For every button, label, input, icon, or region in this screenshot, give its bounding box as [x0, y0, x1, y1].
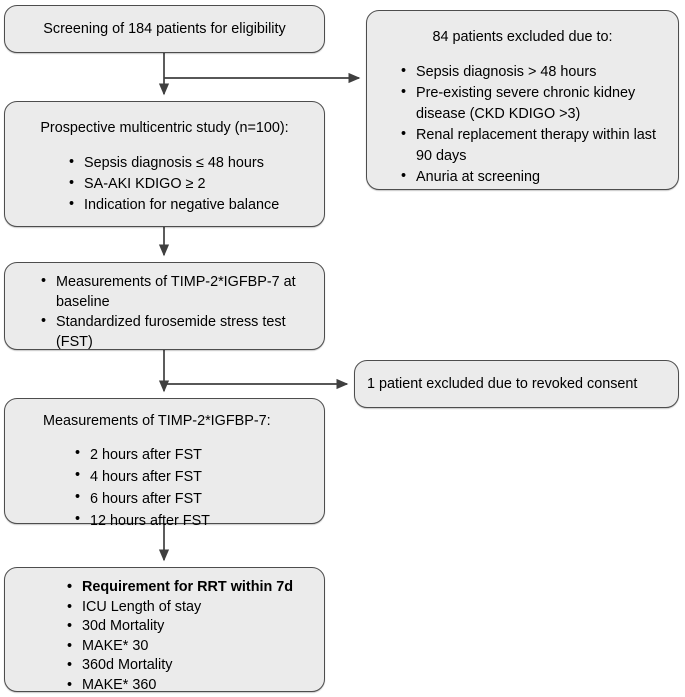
- node-excluded-revoked-consent: 1 patient excluded due to revoked consen…: [354, 360, 679, 408]
- node-excluded-84-title: 84 patients excluded due to:: [432, 29, 613, 45]
- list-item: 12 hours after FST: [71, 510, 314, 532]
- list-item: Requirement for RRT within 7d: [63, 578, 314, 598]
- list-item: Anuria at screening: [397, 167, 664, 188]
- node-screening-title: Screening of 184 patients for eligibilit…: [43, 21, 286, 37]
- node-outcomes: Requirement for RRT within 7d ICU Length…: [4, 567, 325, 695]
- node-prospective-study-list: Sepsis diagnosis ≤ 48 hours SA-AKI KDIGO…: [65, 153, 314, 216]
- node-excluded-84-list: Sepsis diagnosis > 48 hours Pre-existing…: [397, 62, 664, 188]
- list-item: Indication for negative balance: [65, 195, 314, 216]
- list-item: Pre-existing severe chronic kidney disea…: [397, 83, 664, 125]
- node-excluded-revoked-consent-title: 1 patient excluded due to revoked consen…: [367, 376, 638, 392]
- list-item: Measurements of TIMP-2*IGFBP-7 at baseli…: [37, 272, 310, 312]
- list-item: Renal replacement therapy within last 90…: [397, 125, 664, 167]
- list-item: MAKE* 360: [63, 676, 314, 696]
- list-item: Sepsis diagnosis > 48 hours: [397, 62, 664, 83]
- list-item: Standardized furosemide stress test (FST…: [37, 312, 310, 352]
- list-item: 360d Mortality: [63, 656, 314, 676]
- list-item: SA-AKI KDIGO ≥ 2: [65, 174, 314, 195]
- list-item: 30d Mortality: [63, 617, 314, 637]
- node-prospective-study: Prospective multicentric study (n=100): …: [4, 101, 325, 227]
- node-measurements-timepoints-list: 2 hours after FST 4 hours after FST 6 ho…: [71, 444, 314, 532]
- node-measurements-timepoints-title: Measurements of TIMP-2*IGFBP-7:: [43, 413, 271, 429]
- node-outcomes-list: Requirement for RRT within 7d ICU Length…: [63, 578, 314, 695]
- list-item: MAKE* 30: [63, 637, 314, 657]
- list-item: 4 hours after FST: [71, 466, 314, 488]
- node-baseline-measurements-list: Measurements of TIMP-2*IGFBP-7 at baseli…: [37, 272, 310, 352]
- node-excluded-84-patients: 84 patients excluded due to: Sepsis diag…: [366, 10, 679, 190]
- node-screening: Screening of 184 patients for eligibilit…: [4, 5, 325, 53]
- node-baseline-measurements: Measurements of TIMP-2*IGFBP-7 at baseli…: [4, 262, 325, 350]
- list-item: ICU Length of stay: [63, 598, 314, 618]
- list-item: 6 hours after FST: [71, 488, 314, 510]
- list-item: Sepsis diagnosis ≤ 48 hours: [65, 153, 314, 174]
- list-item: 2 hours after FST: [71, 444, 314, 466]
- node-measurements-timepoints: Measurements of TIMP-2*IGFBP-7: 2 hours …: [4, 398, 325, 529]
- node-prospective-study-title: Prospective multicentric study (n=100):: [40, 120, 289, 136]
